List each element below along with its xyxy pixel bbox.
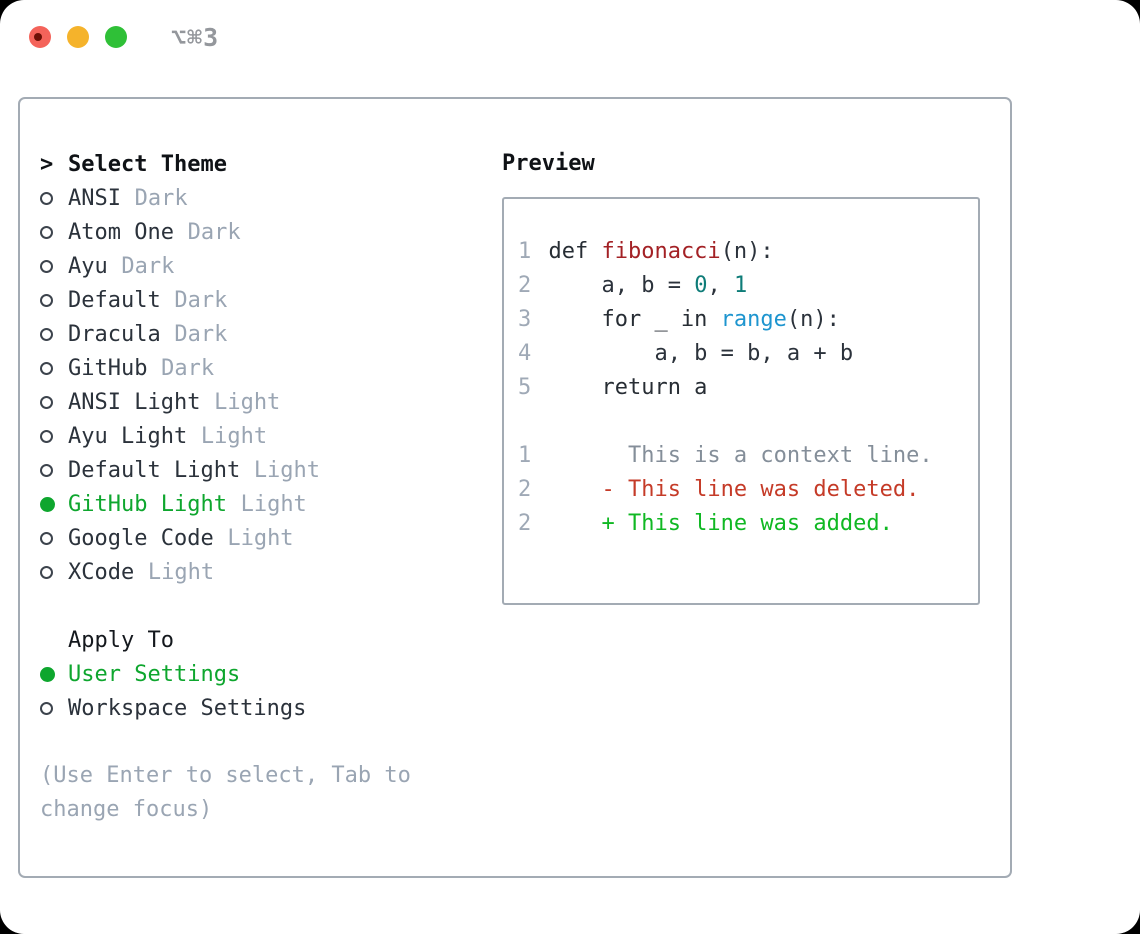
theme-name: ANSI [68,185,121,211]
radio-unselected-icon [40,429,68,443]
help-text: (Use Enter to select, Tab to change focu… [40,763,411,822]
apply-to-title: Apply To [68,627,174,653]
theme-name: Default [68,287,161,313]
theme-variant: Light [214,389,281,415]
radio-unselected-icon [40,259,68,273]
apply-option-label: User Settings [68,661,241,687]
theme-variant: Light [227,525,294,551]
theme-variant: Light [253,457,321,483]
theme-variant: Light [240,491,307,517]
code-text: for _ in range(n): [548,307,840,332]
radio-selected-icon [40,666,68,682]
theme-option-github-dark[interactable]: GitHub Dark [40,351,490,385]
line-number: 4 [518,341,532,366]
code-line: 5 return a [518,371,970,405]
code-text: a, b = 0, 1 [548,273,748,298]
theme-option-default-dark[interactable]: Default Dark [40,283,490,317]
diff-deleted-line: 2 - This line was deleted. [518,473,970,507]
line-number: 5 [518,375,532,400]
focus-prompt-icon: > [40,151,54,177]
radio-unselected-icon [40,225,68,239]
theme-list-column: > Select Theme ANSI Dark Atom One Dark A… [40,147,490,827]
preview-box: 1 def fibonacci(n): 2 a, b = 0, 1 3 for … [502,197,980,605]
theme-variant: Light [147,559,215,585]
select-theme-title: Select Theme [68,151,227,177]
radio-unselected-icon [40,191,68,205]
theme-name: Google Code [68,525,214,551]
code-line: 4 a, b = b, a + b [518,337,970,371]
apply-to-header: Apply To [40,623,490,657]
theme-name: Ayu Light [68,423,188,449]
preview-title: Preview [502,151,595,176]
select-theme-header: > Select Theme [40,147,490,181]
diff-added-line: 2 + This line was added. [518,507,970,541]
theme-variant: Light [200,423,268,449]
code-text: def fibonacci(n): [548,239,774,264]
theme-name: Atom One [68,219,174,245]
theme-option-github-light[interactable]: GitHub Light Light [40,487,490,521]
theme-option-xcode[interactable]: XCode Light [40,555,490,589]
radio-unselected-icon [40,565,68,579]
radio-unselected-icon [40,463,68,477]
radio-unselected-icon [40,701,68,715]
apply-option-label: Workspace Settings [68,695,307,721]
theme-variant: Dark [187,219,241,245]
line-number: 2 [518,511,532,536]
theme-variant: Dark [174,287,228,313]
radio-selected-icon [40,496,68,512]
line-number: 2 [518,273,532,298]
theme-option-ansi-light[interactable]: ANSI Light Light [40,385,490,419]
theme-name: Default Light [68,457,241,483]
theme-option-default-light[interactable]: Default Light Light [40,453,490,487]
theme-name: Ayu [68,253,108,279]
theme-option-atom-one-dark[interactable]: Atom One Dark [40,215,490,249]
theme-name: GitHub Light [68,491,227,517]
radio-unselected-icon [40,531,68,545]
radio-unselected-icon [40,293,68,307]
titlebar: ⌥⌘3 [29,23,219,52]
theme-variant: Dark [161,355,215,381]
diff-context-line: 1 This is a context line. [518,439,970,473]
theme-name: XCode [68,559,135,585]
theme-variant: Dark [174,321,228,347]
diff-text: - This line was deleted. [548,477,920,502]
close-dot-icon [34,33,42,41]
zoom-button[interactable] [105,26,127,48]
theme-option-ayu-dark[interactable]: Ayu Dark [40,249,490,283]
diff-text: This is a context line. [548,443,933,468]
theme-variant: Dark [121,253,175,279]
spacer [40,589,490,623]
code-line: 1 def fibonacci(n): [518,235,970,269]
theme-name: GitHub [68,355,148,381]
close-button[interactable] [29,26,51,48]
apply-option-user-settings[interactable]: User Settings [40,657,490,691]
theme-option-ansi-dark[interactable]: ANSI Dark [40,181,490,215]
theme-name: Dracula [68,321,161,347]
code-line: 3 for _ in range(n): [518,303,970,337]
line-number: 3 [518,307,532,332]
apply-option-workspace-settings[interactable]: Workspace Settings [40,691,490,725]
window-title: ⌥⌘3 [171,22,220,52]
theme-option-google-code[interactable]: Google Code Light [40,521,490,555]
theme-picker-panel: > Select Theme ANSI Dark Atom One Dark A… [18,97,1012,878]
preview-column: Preview 1 def fibonacci(n): 2 a, b = 0, … [502,147,980,605]
code-text: a, b = b, a + b [548,341,854,366]
theme-name: ANSI Light [68,389,201,415]
theme-option-ayu-light[interactable]: Ayu Light Light [40,419,490,453]
line-number: 1 [518,443,532,468]
diff-text: + This line was added. [548,511,893,536]
radio-unselected-icon [40,327,68,341]
code-line: 2 a, b = 0, 1 [518,269,970,303]
line-number: 1 [518,239,532,264]
code-text: return a [548,375,708,400]
radio-unselected-icon [40,395,68,409]
theme-variant: Dark [134,185,188,211]
theme-option-dracula-dark[interactable]: Dracula Dark [40,317,490,351]
blank-line [518,405,970,439]
minimize-button[interactable] [67,26,89,48]
radio-unselected-icon [40,361,68,375]
line-number: 2 [518,477,532,502]
